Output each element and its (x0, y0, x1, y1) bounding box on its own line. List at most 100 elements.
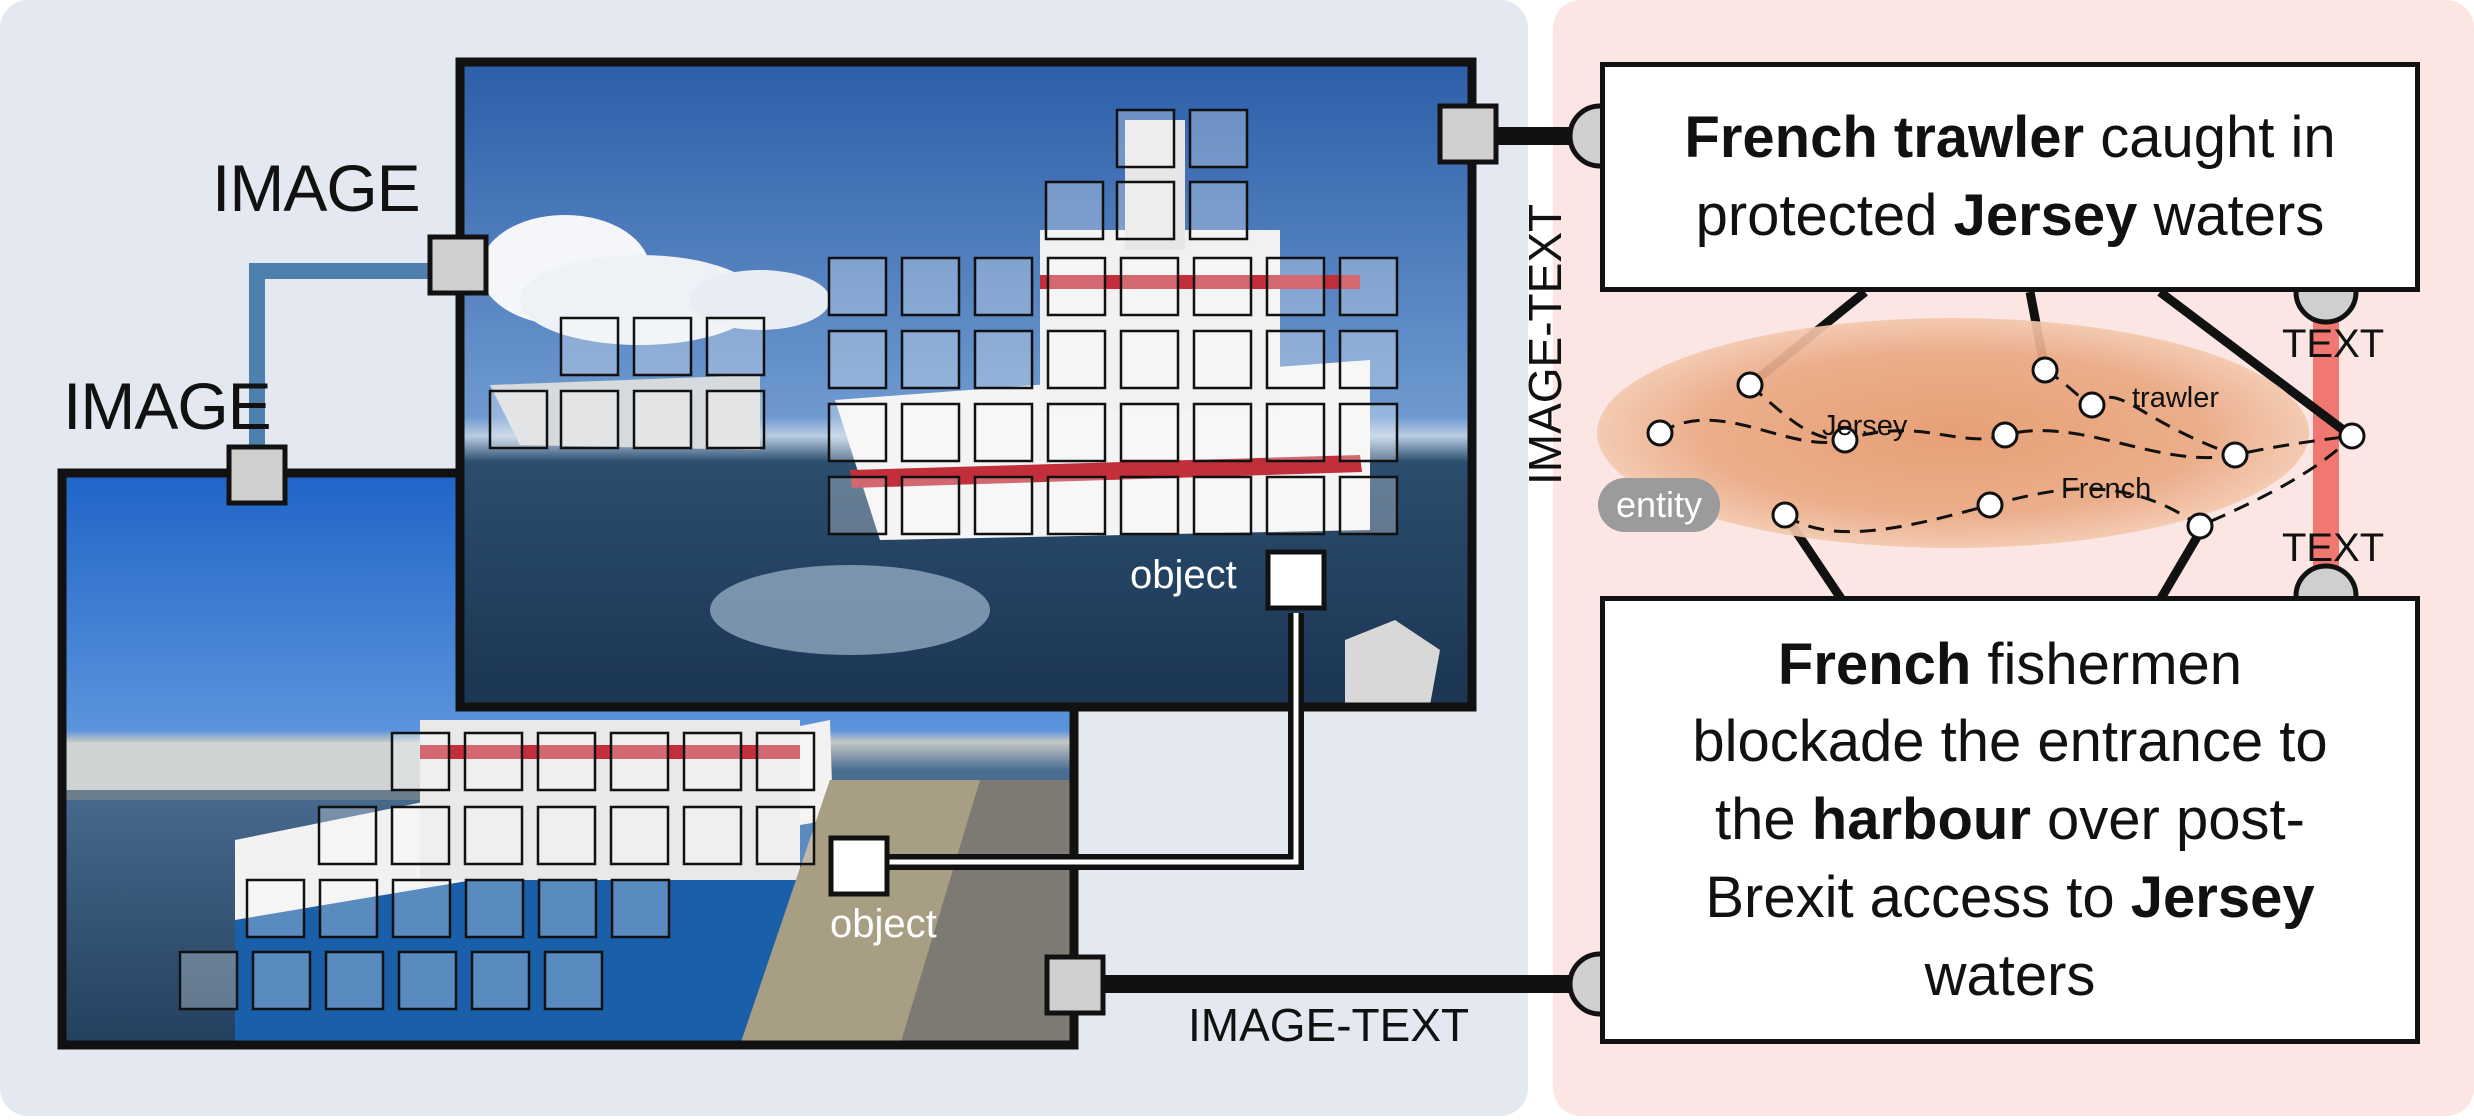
patch-cell (1119, 475, 1180, 536)
patch-cell (973, 329, 1034, 390)
patch-cell (973, 256, 1034, 317)
patch-cell (705, 316, 766, 377)
headline-box-bottom: French fishermen blockade the entrance t… (1600, 596, 2420, 1044)
image-label-top: IMAGE (212, 151, 421, 225)
entity-chain-4 (1784, 434, 2354, 534)
patch-cell (900, 402, 961, 463)
patch-cell (559, 316, 620, 377)
image-text-label-bottom: IMAGE-TEXT (1188, 999, 1470, 1051)
entity-node (2031, 356, 2059, 384)
patch-cell (1188, 108, 1249, 169)
patch-cell (1119, 329, 1180, 390)
patch-cell (1046, 402, 1107, 463)
entity-node (2078, 391, 2106, 419)
patch-cell (827, 475, 888, 536)
entity-node (1831, 426, 1859, 454)
patch-cell (705, 389, 766, 450)
patch-cell (1046, 475, 1107, 536)
patch-cell (1265, 329, 1326, 390)
entity-tag: entity (1598, 478, 1721, 532)
patch-cell (682, 731, 743, 792)
patch-cell (1192, 329, 1253, 390)
entity-node (2338, 422, 2366, 450)
patch-cell (900, 256, 961, 317)
patch-cell (1265, 475, 1326, 536)
patch-cell (464, 878, 525, 939)
image-text-node-top (1437, 103, 1499, 165)
patch-cell (245, 878, 306, 939)
text-label-bottom: TEXT (2282, 526, 2385, 570)
entity-node (1976, 491, 2004, 519)
patch-cell (1188, 180, 1249, 241)
patch-cell (488, 389, 549, 450)
patch-cell (536, 731, 597, 792)
patch-cell (1044, 180, 1105, 241)
patch-cell (755, 805, 816, 866)
object-label-bottom: object (830, 902, 937, 946)
patch-cell (1119, 402, 1180, 463)
patch-cell (682, 805, 743, 866)
patch-cell (470, 950, 531, 1011)
patch-cell (1338, 329, 1399, 390)
patch-cell (1119, 256, 1180, 317)
patch-cell (1338, 256, 1399, 317)
entity-chain-3 (2044, 368, 2236, 457)
patch-cell (463, 805, 524, 866)
patch-cell (1265, 402, 1326, 463)
patch-cell (1265, 256, 1326, 317)
image-node-top (427, 234, 489, 296)
patch-grid-bottom (178, 731, 816, 1011)
patch-cell (1115, 108, 1176, 169)
patch-cell (390, 731, 451, 792)
patch-cell (900, 329, 961, 390)
text-label-top: TEXT (2282, 322, 2385, 366)
patch-cell (827, 402, 888, 463)
patch-cell (324, 950, 385, 1011)
image-image-link (249, 263, 456, 475)
entity-jersey: Jersey (1822, 410, 1908, 442)
entity-nodes (1646, 356, 2366, 540)
patch-cell (318, 878, 379, 939)
patch-cell (1115, 180, 1176, 241)
patch-cell (1192, 402, 1253, 463)
entity-node (1771, 501, 1799, 529)
image-text-label-vertical: IMAGE-TEXT (1519, 203, 1571, 485)
patch-cell (391, 878, 452, 939)
patch-cell (610, 878, 671, 939)
patch-cell (973, 475, 1034, 536)
patch-cell (609, 805, 670, 866)
object-label-top: object (1130, 553, 1237, 597)
patch-cell (251, 950, 312, 1011)
patch-cell (827, 256, 888, 317)
patch-cell (973, 402, 1034, 463)
patch-cell (1338, 402, 1399, 463)
entity-french: French (2061, 473, 2152, 505)
object-node-top (1265, 549, 1327, 611)
entity-node (2186, 512, 2214, 540)
patch-cell (1046, 329, 1107, 390)
patch-cell (317, 805, 378, 866)
entity-trawler: trawler (2132, 382, 2220, 414)
image-label-bottom: IMAGE (63, 369, 272, 443)
patch-cell (537, 878, 598, 939)
entity-node (1736, 371, 1764, 399)
headline-bottom: French fishermen blockade the entrance t… (1692, 631, 2328, 1008)
image-text-node-bottom (1044, 954, 1106, 1016)
entity-node (1646, 419, 1674, 447)
image-node-bottom (226, 444, 288, 506)
patch-cell (559, 389, 620, 450)
patch-cell (1192, 256, 1253, 317)
patch-cell (1046, 256, 1107, 317)
patch-cell (536, 805, 597, 866)
patch-cell (632, 389, 693, 450)
headline-top: French trawler caught in protected Jerse… (1684, 105, 2336, 248)
entity-node (2221, 441, 2249, 469)
patch-cell (755, 731, 816, 792)
patch-cell (397, 950, 458, 1011)
headline-box-top: French trawler caught in protected Jerse… (1600, 62, 2420, 292)
patch-grid-top (488, 108, 1399, 536)
object-node-bottom (828, 835, 890, 897)
entity-node (1991, 421, 2019, 449)
patch-cell (390, 805, 451, 866)
